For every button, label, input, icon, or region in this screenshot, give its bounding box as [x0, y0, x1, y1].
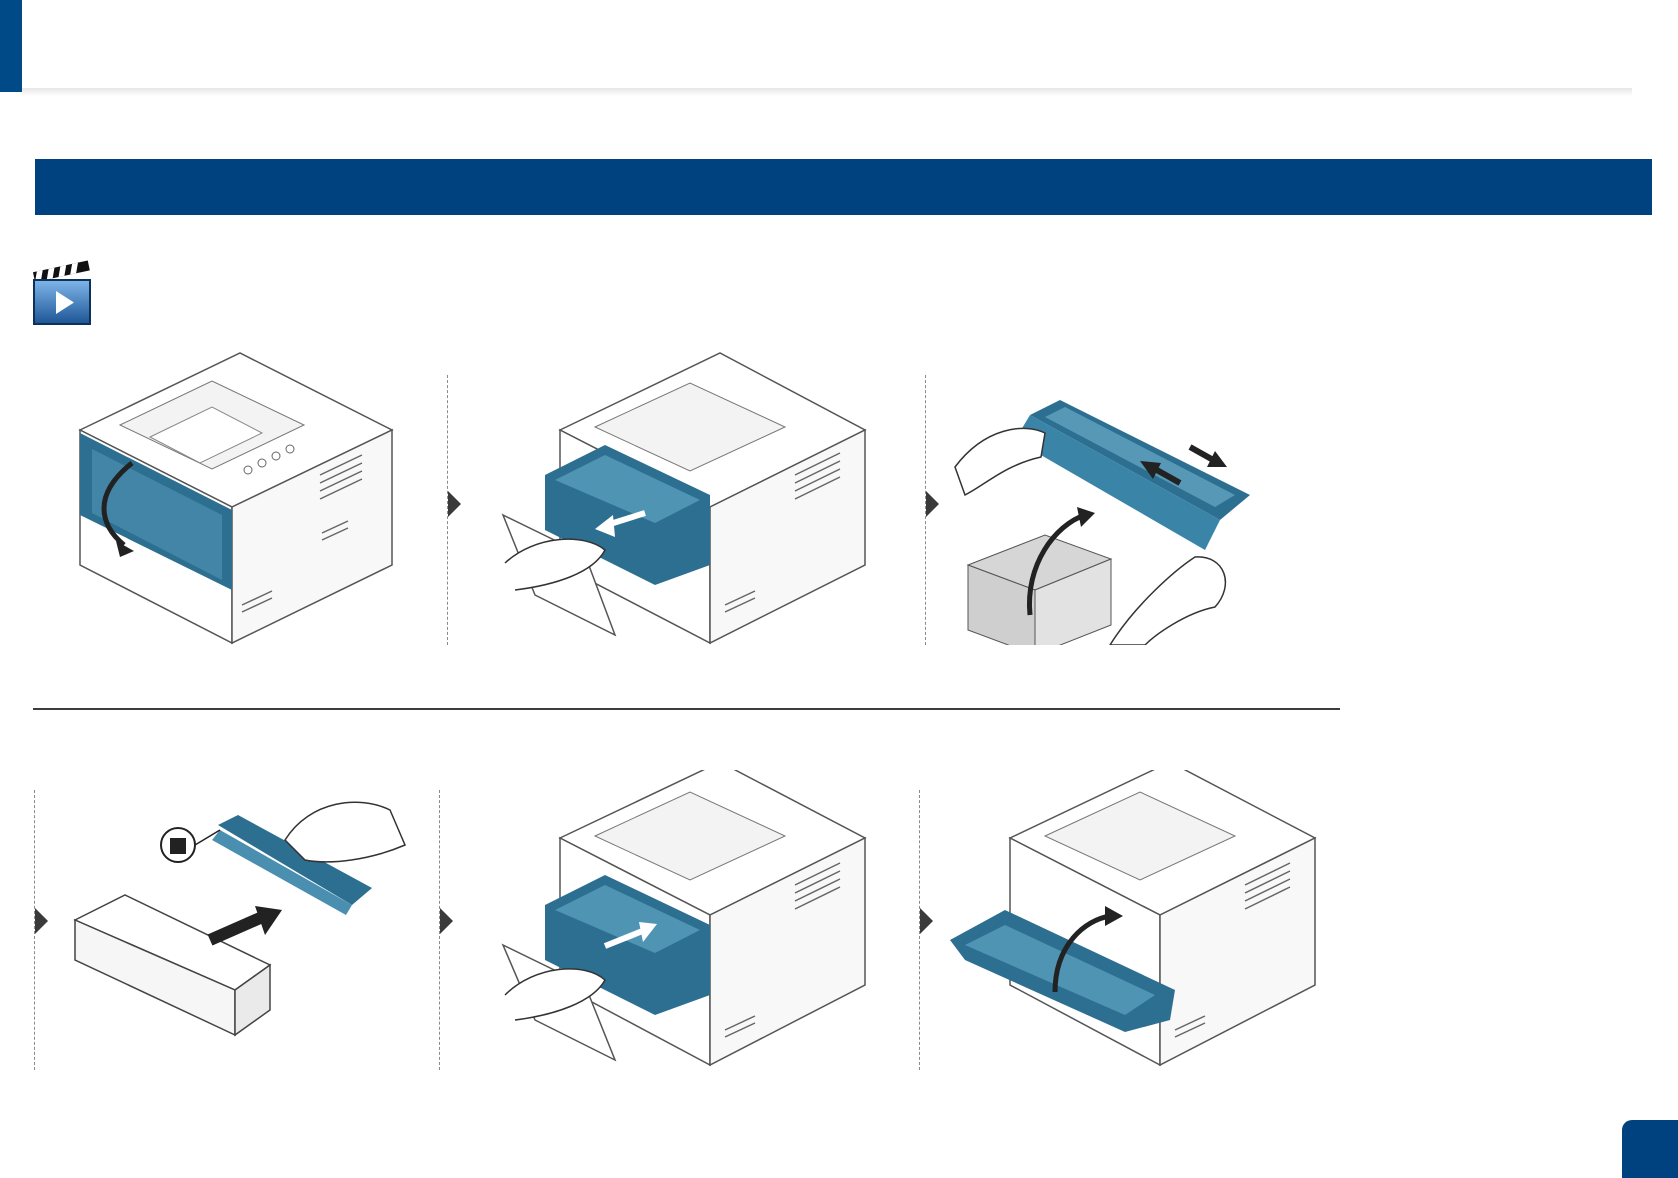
video-clapperboard-play-icon[interactable] — [32, 258, 94, 326]
row-separator — [33, 708, 1340, 710]
pull-out-toner-cartridge-icon — [495, 345, 870, 645]
insert-toner-cartridge-icon — [495, 770, 870, 1070]
step-arrow-icon — [448, 491, 461, 517]
header-rule — [22, 88, 1632, 96]
step-arrow-icon — [440, 908, 453, 934]
section-title-bar — [35, 159, 1652, 215]
open-front-cover-icon — [72, 345, 402, 645]
step-3-illustration — [945, 345, 1300, 645]
step-arrow-icon — [920, 908, 933, 934]
step-5-illustration — [495, 770, 870, 1070]
step-1-illustration — [72, 345, 402, 645]
steps-row-2 — [0, 770, 1678, 1070]
step-divider — [919, 790, 920, 1070]
unpack-new-cartridge-shake-icon — [945, 345, 1300, 645]
remove-protective-cover-icon — [60, 770, 420, 1070]
header-accent-bar — [0, 0, 22, 92]
step-6-illustration — [945, 770, 1320, 1070]
step-arrow-icon — [35, 908, 48, 934]
steps-row-1 — [0, 345, 1678, 645]
step-arrow-icon — [926, 491, 939, 517]
step-divider — [447, 375, 448, 645]
step-divider — [439, 790, 440, 1070]
step-2-illustration — [495, 345, 870, 645]
step-divider — [34, 790, 35, 1070]
step-4-illustration — [60, 770, 420, 1070]
step-divider — [925, 375, 926, 645]
page-number-tab — [1622, 1120, 1678, 1178]
close-front-cover-icon — [945, 770, 1320, 1070]
